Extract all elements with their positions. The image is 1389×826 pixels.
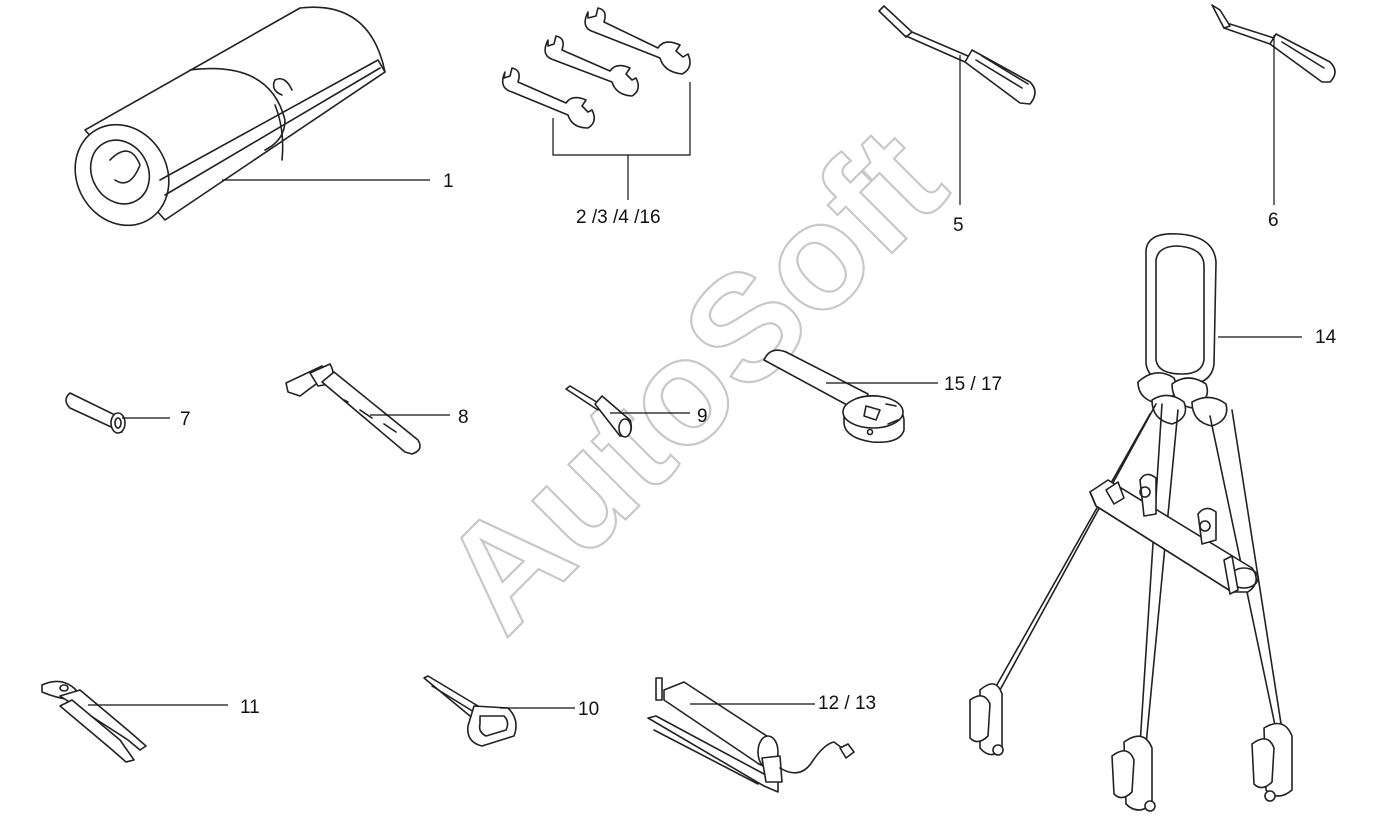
tool-roll-part-1[interactable] (57, 6, 386, 242)
callout-9: 9 (697, 406, 708, 427)
grease-gun-part-12-13[interactable] (647, 677, 855, 793)
shackle-middle-icon (1111, 735, 1156, 812)
callout-2-3-4-16: 2 /3 /4 /16 (576, 207, 661, 228)
pliers-part-11[interactable] (41, 680, 147, 763)
callout-8: 8 (458, 407, 469, 428)
callout-1: 1 (443, 171, 454, 192)
callout-5: 5 (953, 215, 964, 236)
watermark: AutoSoft (409, 96, 975, 662)
callout-6: 6 (1268, 210, 1279, 231)
callout-12-13: 12 / 13 (818, 693, 876, 714)
spanners-part-2-3-4-16[interactable] (501, 7, 691, 129)
callout-10: 10 (578, 699, 599, 720)
hammer-part-8[interactable] (285, 363, 421, 455)
screwdriver-part-5[interactable] (878, 5, 1036, 105)
key-wrench-part-10[interactable] (423, 675, 517, 747)
leader-line-2 (552, 82, 691, 200)
shackle-right-icon (1251, 722, 1293, 802)
box-wrench-part-15-17[interactable] (763, 349, 905, 444)
shackle-left-icon (969, 683, 1004, 756)
callout-11: 11 (240, 697, 260, 718)
lifting-sling-part-14[interactable] (969, 233, 1293, 812)
callout-15-17: 15 / 17 (944, 374, 1002, 395)
pin-punch-part-9[interactable] (565, 385, 633, 438)
screwdriver-part-6[interactable] (1211, 4, 1336, 83)
callout-14: 14 (1315, 327, 1337, 348)
sleeve-part-7[interactable] (65, 392, 126, 434)
callout-7: 7 (180, 409, 191, 430)
